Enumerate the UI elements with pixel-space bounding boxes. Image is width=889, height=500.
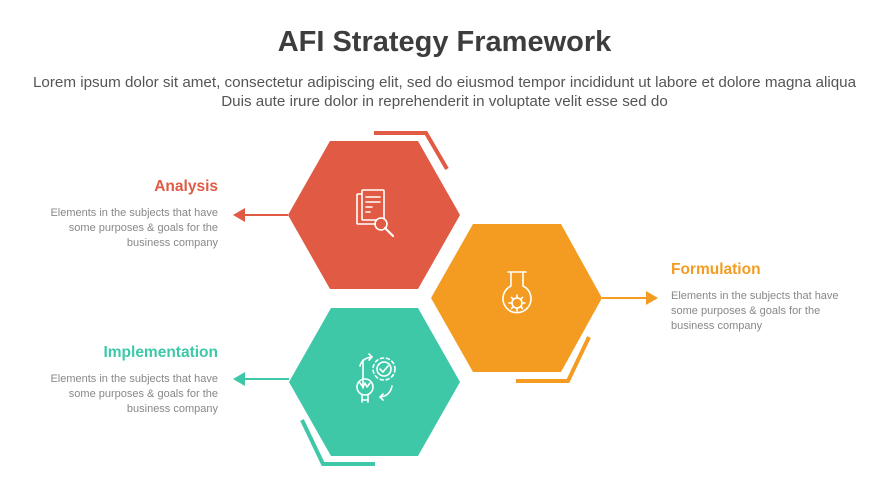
formulation-label: Formulation — [671, 261, 761, 278]
formulation-description: Elements in the subjects that have some … — [671, 290, 839, 332]
formulation-hexagon — [431, 224, 602, 383]
implementation-label: Implementation — [103, 344, 218, 361]
implementation-hexagon — [289, 308, 460, 466]
formulation-arrow — [602, 291, 658, 305]
document-search-icon — [356, 189, 395, 238]
analysis-label: Analysis — [154, 178, 218, 195]
implementation-description: Elements in the subjects that have some … — [50, 373, 218, 415]
analysis-arrow — [233, 208, 288, 222]
implementation-arrow — [233, 372, 289, 386]
page-title: AFI Strategy Framework — [277, 26, 612, 58]
page-subtitle: Lorem ipsum dolor sit amet, consectetur … — [32, 74, 857, 110]
flask-gear-icon — [502, 271, 532, 314]
analysis-description: Elements in the subjects that have some … — [50, 207, 218, 249]
lightbulb-gear-cycle-icon — [356, 353, 396, 403]
